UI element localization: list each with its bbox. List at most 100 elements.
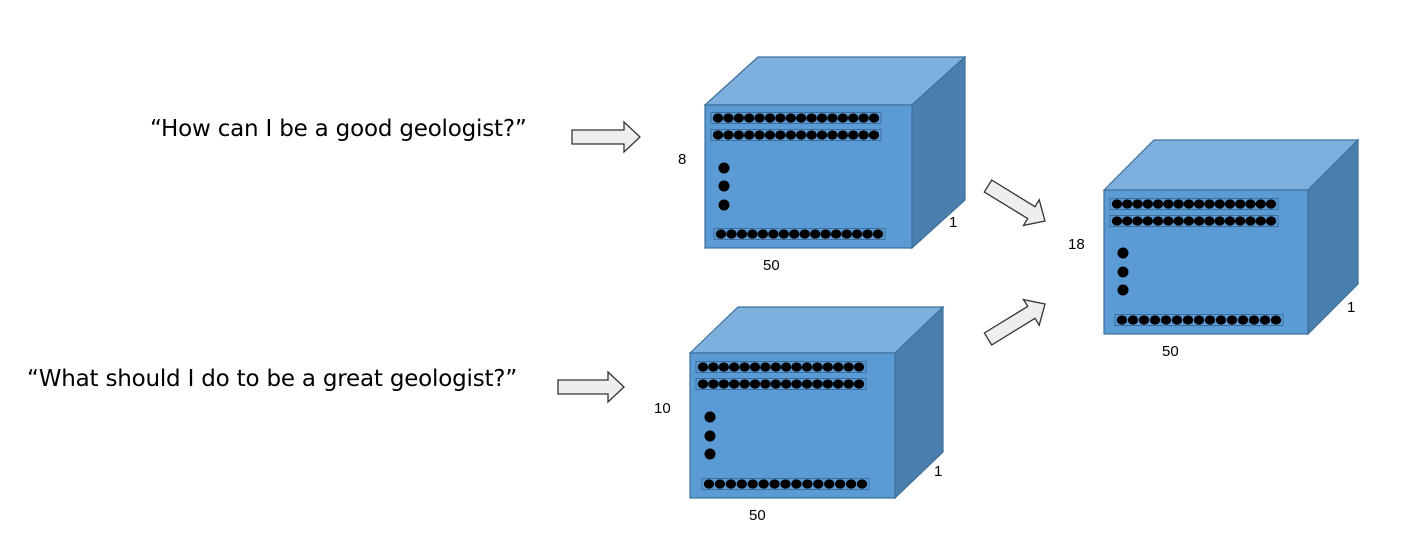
arrow-question-2 (557, 370, 625, 404)
tensor-1-row-1-dot (775, 113, 786, 123)
question-2-text: “What should I do to be a great geologis… (27, 366, 518, 392)
tensor-2-row-1-dot (770, 362, 781, 372)
tensor-2-depth-label: 1 (934, 463, 943, 480)
tensor-1-row-1-dot (744, 113, 755, 123)
tensor-2-front-face (689, 352, 896, 499)
tensor-1-row-2-dot (858, 130, 869, 140)
tensor-1-row-1-dot (827, 113, 838, 123)
tensor-1-row-2-dot (723, 130, 734, 140)
tensor-2-row-2-dot (843, 379, 854, 389)
tensor-3-row-1-dot (1163, 199, 1174, 209)
tensor-3-row-2-dot (1235, 216, 1246, 226)
tensor-3-ellipsis-dot (1117, 247, 1129, 259)
tensor-1-row-2-dot (816, 130, 828, 140)
tensor-3-row-2-dot (1265, 216, 1277, 226)
tensor-2-row-1-dot (749, 362, 761, 372)
tensor-1-row-3-dot (830, 229, 842, 239)
tensor-3-row-1-dot (1245, 199, 1256, 209)
tensor-2-row-3-dot (813, 479, 824, 489)
tensor-2-row-1-dot (729, 362, 740, 372)
tensor-3-row-1-dot (1193, 199, 1205, 209)
tensor-1-row-2-dot (712, 130, 724, 140)
tensor-3-row-2-dot (1163, 216, 1174, 226)
tensor-3-row-3-dot (1182, 315, 1194, 325)
tensor-2-row-2-dot (791, 379, 802, 389)
tensor-3-row-3-dot (1270, 315, 1282, 325)
tensor-2-row-2-dot (833, 379, 844, 389)
tensor-2-row-2-dot (781, 379, 792, 389)
tensor-2-row-2-dot (708, 379, 719, 389)
tensor-1-row-3-dot (726, 229, 737, 239)
arrow-question-1 (571, 120, 641, 154)
tensor-1-row-1-dot (785, 113, 796, 123)
tensor-1-row-3-dot (789, 229, 800, 239)
tensor-2-row-1-dot (697, 362, 709, 372)
tensor-1-row-2-dot (754, 130, 765, 140)
tensor-1-row-1-dot (712, 113, 724, 123)
tensor-2-ellipsis-dot (704, 448, 716, 460)
tensor-1-row-1-dot (764, 113, 776, 123)
tensor-3-row-2-dot (1122, 216, 1133, 226)
tensor-3-row-3-dot (1226, 315, 1238, 325)
tensor-2-row-1-dot (781, 362, 792, 372)
tensor-2-row-1-dot (843, 362, 854, 372)
tensor-3-row-2-dot (1152, 216, 1164, 226)
tensor-3-front-face (1103, 189, 1309, 335)
tensor-2-row-3-dot (845, 479, 857, 489)
arrow-tensor-2-to-3 (983, 298, 1046, 346)
tensor-1-row-1-dot (848, 113, 859, 123)
tensor-1-row-3-dot (872, 229, 884, 239)
tensor-2-row-3-dot (758, 479, 769, 489)
tensor-1-row-2-dot (744, 130, 755, 140)
tensor-1-row-2-bar (710, 129, 882, 141)
tensor-1-row-2-dot (775, 130, 786, 140)
tensor-1-depth-label: 1 (949, 214, 958, 231)
tensor-1-front-face (704, 104, 913, 249)
tensor-1-ellipsis-dot (718, 199, 730, 211)
tensor-1-row-1-dot (733, 113, 744, 123)
tensor-2-row-1-dot (822, 362, 833, 372)
tensor-2-row-2-dot (739, 379, 750, 389)
tensor-1-row-3-dot (841, 229, 852, 239)
arrow-tensor-1-to-3 (983, 179, 1046, 227)
tensor-3-row-1-dot (1235, 199, 1246, 209)
tensor-3-row-1-dot (1152, 199, 1164, 209)
tensor-2-row-2-dot (718, 379, 729, 389)
tensor-3-row-3-dot (1116, 315, 1128, 325)
tensor-3-row-1-dot (1224, 199, 1236, 209)
tensor-3-row-1-dot (1214, 199, 1225, 209)
tensor-1-row-2-dot (796, 130, 807, 140)
tensor-2-row-1-dot (708, 362, 719, 372)
tensor-1-row-1-dot (816, 113, 828, 123)
tensor-2-row-3-dot (747, 479, 758, 489)
tensor-1-row-1-bar (710, 112, 882, 124)
tensor-2-row-3-dot (714, 479, 726, 489)
tensor-2-row-2-dot (812, 379, 823, 389)
tensor-2-row-1-dot (801, 362, 813, 372)
tensor-2-row-1-dot (718, 362, 729, 372)
tensor-2-row-1-dot (853, 362, 865, 372)
tensor-2-row-1-dot (760, 362, 771, 372)
tensor-1-row-3-dot (747, 229, 758, 239)
tensor-2-row-3-dot (834, 479, 846, 489)
tensor-1-row-3-dot (778, 229, 789, 239)
tensor-1-row-1-dot (837, 113, 848, 123)
tensor-3-row-3-dot (1171, 315, 1183, 325)
tensor-3-row-2-dot (1173, 216, 1184, 226)
tensor-1-row-3-dot (715, 229, 727, 239)
tensor-1-row-2-dot (868, 130, 880, 140)
tensor-2-row-1-dot (812, 362, 823, 372)
tensor-1-row-2-dot (733, 130, 744, 140)
tensor-2-row-2-dot (770, 379, 781, 389)
tensor-1-row-1-dot (868, 113, 880, 123)
tensor-3-row-3-dot (1259, 315, 1271, 325)
tensor-1-row-3-dot (820, 229, 831, 239)
tensor-2-row-3-dot (791, 479, 802, 489)
tensor-3-row-2-dot (1224, 216, 1236, 226)
tensor-2-cols-label: 50 (749, 507, 766, 524)
tensor-1-row-1-dot (754, 113, 765, 123)
tensor-3-row-3-dot (1204, 315, 1216, 325)
tensor-1-rows-label: 8 (678, 151, 687, 168)
tensor-2-row-1-bar (695, 361, 867, 373)
